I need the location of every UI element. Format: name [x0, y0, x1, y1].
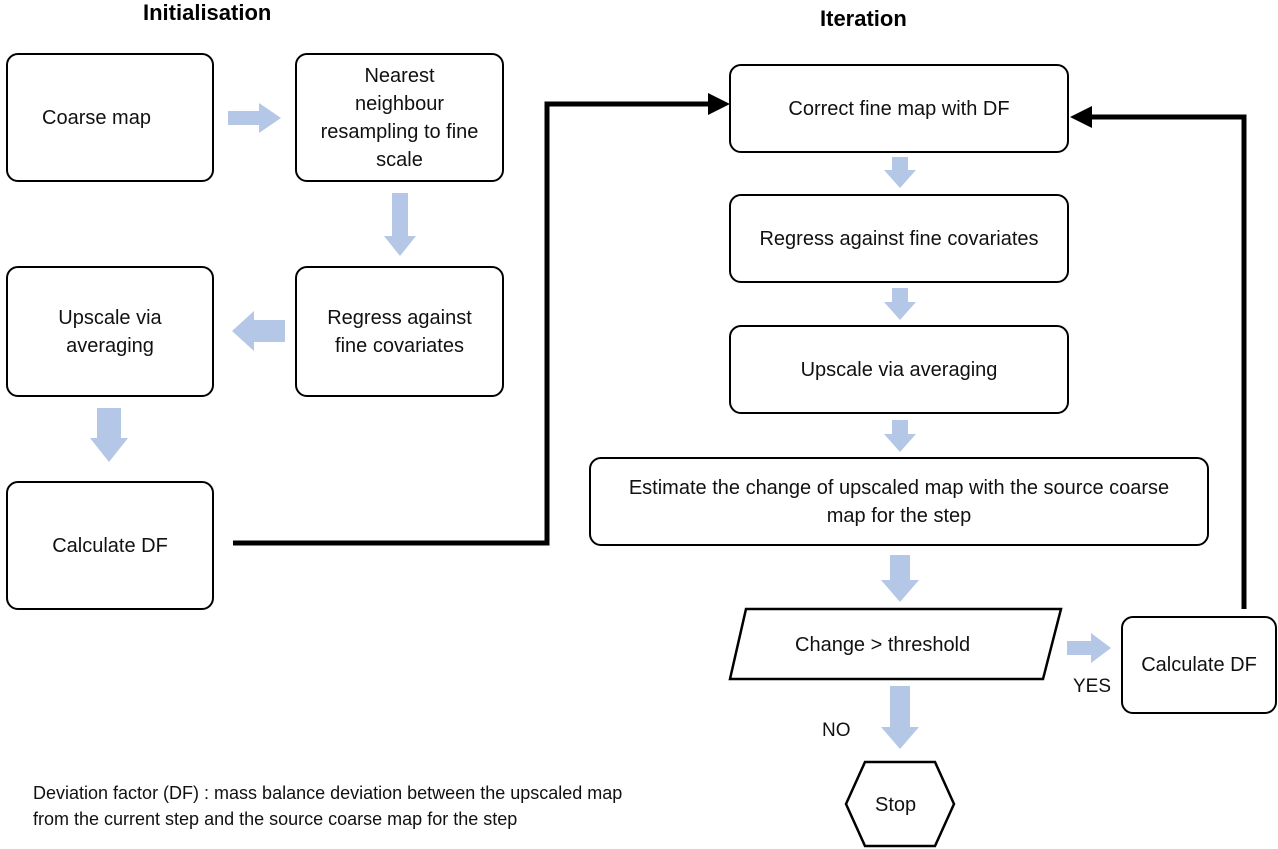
box-nearest-neighbour: Nearest neighbour resampling to fine sca… — [295, 53, 504, 182]
arrow-decision-to-calc-df — [1067, 633, 1111, 663]
heading-iteration: Iteration — [820, 6, 907, 31]
box-estimate-change-label: Estimate the change of upscaled map with… — [628, 476, 1170, 527]
box-nearest-neighbour-label: Nearest neighbour resampling to fine sca… — [320, 64, 479, 171]
box-iter-regress: Regress against fine covariates — [729, 194, 1069, 283]
decision-label: Change > threshold — [795, 634, 971, 656]
box-init-upscale: Upscale via averaging — [6, 266, 214, 397]
arrow-resample-to-regress — [384, 193, 416, 256]
arrow-decision-to-stop — [881, 686, 919, 749]
stop-shape — [844, 760, 956, 848]
box-iter-calculate-df-label: Calculate DF — [1141, 654, 1257, 676]
box-init-calculate-df: Calculate DF — [6, 481, 214, 610]
stop-label: Stop — [875, 794, 917, 816]
arrow-coarse-to-resample — [228, 103, 281, 133]
box-init-upscale-label: Upscale via averaging — [58, 307, 162, 357]
arrow-upscale-to-df — [90, 408, 128, 462]
arrow-regress-to-upscale — [232, 311, 285, 351]
arrow-correct-to-regress — [884, 157, 916, 188]
box-estimate-change: Estimate the change of upscaled map with… — [589, 457, 1209, 546]
arrowhead-feedback-to-correct — [1070, 106, 1092, 128]
block-arrows — [90, 103, 1111, 749]
box-init-calculate-df-label: Calculate DF — [52, 534, 168, 557]
no-label: NO — [822, 720, 851, 741]
connector-iter-df-to-correct — [1090, 114, 1247, 609]
footnote-text: Deviation factor (DF) : mass balance dev… — [33, 783, 623, 829]
box-iter-calculate-df: Calculate DF — [1121, 616, 1277, 714]
box-correct-fine-map-label: Correct fine map with DF — [788, 97, 1010, 120]
arrow-upscale-to-estimate — [884, 420, 916, 452]
box-init-regress-label: Regress against fine covariates — [327, 306, 472, 357]
footnote: Deviation factor (DF) : mass balance dev… — [33, 780, 653, 832]
heading-initialisation: Initialisation — [143, 0, 272, 25]
decision-shape — [728, 607, 1063, 681]
box-coarse-map-label: Coarse map — [42, 106, 151, 129]
arrowhead-init-to-correct — [708, 93, 730, 115]
box-iter-regress-label: Regress against fine covariates — [759, 227, 1039, 250]
box-init-regress: Regress against fine covariates — [295, 266, 504, 397]
box-iter-upscale: Upscale via averaging — [729, 325, 1069, 414]
arrow-regress-to-upscale-iter — [884, 288, 916, 320]
box-correct-fine-map: Correct fine map with DF — [729, 64, 1069, 153]
connector-init-df-to-correct — [233, 101, 710, 546]
arrow-estimate-to-decision — [881, 555, 919, 602]
yes-label: YES — [1073, 676, 1112, 697]
box-coarse-map: Coarse map — [6, 53, 214, 182]
box-iter-upscale-label: Upscale via averaging — [800, 358, 998, 381]
